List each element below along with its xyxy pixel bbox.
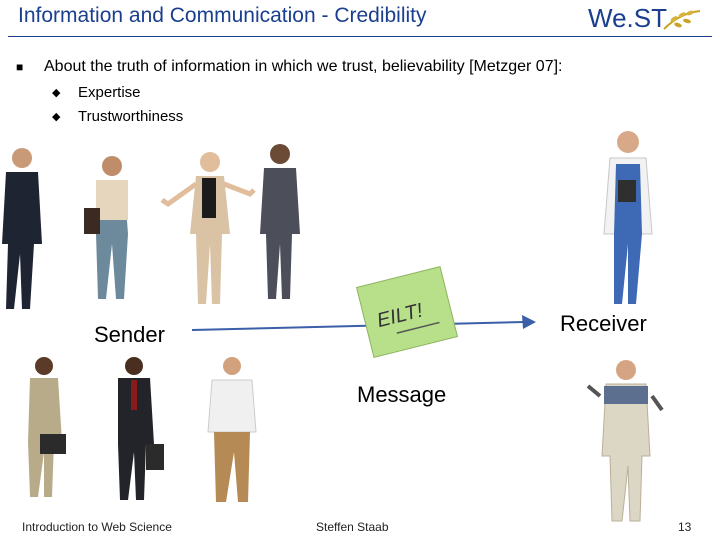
person-man-suit bbox=[118, 357, 164, 500]
square-bullet-icon: ■ bbox=[16, 60, 24, 74]
logo-text: We.ST bbox=[588, 3, 667, 33]
west-logo: We.ST bbox=[588, 3, 704, 35]
worker-image bbox=[586, 360, 664, 522]
business-people-image bbox=[28, 357, 257, 502]
sticky-note-image: EILT! bbox=[355, 266, 459, 358]
person-woman-suit bbox=[260, 144, 300, 299]
person-man-briefcase bbox=[28, 357, 66, 497]
sub-bullet-text: Trustworthiness bbox=[78, 108, 184, 125]
receiver-doctor-image bbox=[603, 131, 653, 304]
diamond-bullet-icon: ◆ bbox=[52, 87, 61, 99]
title-divider bbox=[8, 36, 712, 37]
message-arrow bbox=[192, 315, 536, 331]
person-man-tshirt bbox=[207, 357, 257, 502]
slide-title: Information and Communication - Credibil… bbox=[18, 4, 427, 27]
receiver-label: Receiver bbox=[560, 311, 647, 336]
sub-bullet-text: Expertise bbox=[78, 84, 141, 101]
sender-people-image bbox=[2, 144, 300, 309]
sender-label: Sender bbox=[94, 322, 165, 347]
bullet-main-text: About the truth of information in which … bbox=[44, 58, 563, 75]
footer-author: Steffen Staab bbox=[316, 520, 389, 534]
footer-page-number: 13 bbox=[678, 520, 692, 534]
person-woman-phone bbox=[84, 156, 128, 299]
diamond-bullet-icon: ◆ bbox=[52, 111, 61, 123]
message-label: Message bbox=[357, 382, 447, 407]
logo-wheat-icon bbox=[663, 10, 701, 30]
footer-course: Introduction to Web Science bbox=[22, 520, 172, 534]
person-man-phone bbox=[2, 148, 42, 309]
person-woman-shrug bbox=[160, 152, 256, 304]
